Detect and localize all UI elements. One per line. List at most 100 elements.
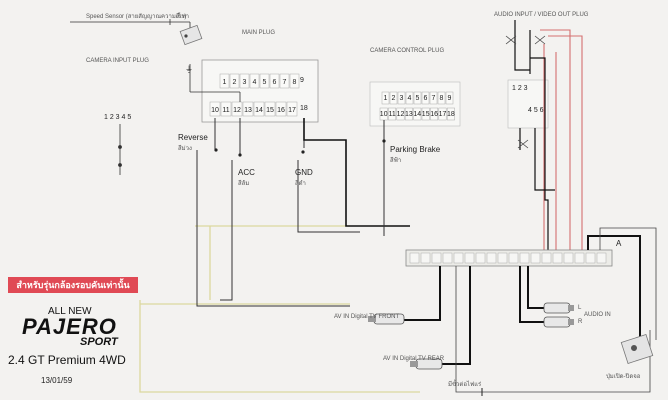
main-plug-row2-pin-label: 12 — [233, 107, 241, 114]
speed-sensor-color: สีเทา — [176, 12, 189, 20]
thin-output-wires — [455, 227, 657, 393]
junction-slot — [464, 252, 475, 264]
cc-plug-row1-pin-label: 2 — [392, 95, 396, 102]
acc-color: สีส้ม — [238, 179, 250, 187]
red-wires — [540, 29, 583, 255]
main-plug-row1-cell — [229, 73, 240, 89]
cc-plug-row2-pin-label: 18 — [447, 111, 455, 118]
audio-scissor-icons — [505, 35, 546, 149]
cc-plug-row1-cell — [445, 91, 454, 105]
audio-l-label: L — [578, 305, 582, 311]
cc-plug-row2-cell — [413, 107, 422, 121]
rca-connector-l — [543, 302, 574, 314]
cc-plug-row2-pin-label: 14 — [413, 111, 421, 118]
main-plug-row1-pin-label: 4 — [253, 79, 257, 86]
main-plug-row2-cell — [286, 101, 298, 117]
main-plug-row2-pin-label: 13 — [244, 107, 252, 114]
junction-slot — [563, 252, 574, 264]
parking-brake-color: สีฟ้า — [390, 156, 402, 164]
junction-slot — [596, 252, 607, 264]
diagram-date: 13/01/59 — [41, 376, 73, 385]
main-plug-row2-pin-label: 11 — [222, 107, 229, 114]
cc-plug-row1-cell — [405, 91, 414, 105]
junction-slot — [486, 252, 497, 264]
av-numbers-right: 4 5 6 — [528, 107, 544, 114]
speed-sensor-connector-icon — [179, 24, 203, 46]
brand-all-new: ALL NEW — [48, 306, 92, 317]
main-plug-row1-cell — [239, 73, 250, 89]
main-plug-row2-cell — [220, 101, 232, 117]
junction-slot — [409, 252, 420, 264]
main-plug-row2-cell — [264, 101, 276, 117]
audio-r-label: R — [578, 319, 583, 325]
brand-sport: SPORT — [80, 336, 118, 348]
cc-plug-row1-cell — [413, 91, 422, 105]
camera-control-plug-label: CAMERA CONTROL PLUG — [370, 48, 444, 54]
main-plug-row2-cell — [253, 101, 265, 117]
reverse-color: สีม่วง — [178, 144, 192, 152]
cc-plug-row1-pin-label: 6 — [424, 95, 428, 102]
cc-plug-row1-cell — [421, 91, 430, 105]
cc-plug-row1-pin-label: 4 — [408, 95, 412, 102]
main-plug-pin-9: 9 — [300, 77, 304, 84]
main-plug-row2-cell — [231, 101, 243, 117]
cc-plug-row2-cell — [430, 107, 439, 121]
brand-trim: 2.4 GT Premium 4WD — [8, 353, 126, 367]
main-plug-row2-pin-label: 10 — [211, 107, 219, 114]
junction-slot — [585, 252, 596, 264]
main-plug-row2-pin-label: 16 — [277, 107, 285, 114]
main-plug-row2-pin-label: 15 — [266, 107, 274, 114]
audio-video-wires — [514, 20, 555, 250]
main-plug-row1-pin-label: 1 — [223, 79, 227, 86]
cc-plug-row1-pin-label: 3 — [400, 95, 404, 102]
camera-input-numbers: 1 2 3 4 5 — [104, 114, 131, 121]
speed-sensor-wire — [70, 21, 191, 30]
junction-slot — [497, 252, 508, 264]
av-rear-label: AV IN Digital TV REAR — [383, 356, 445, 362]
junction-slot — [442, 252, 453, 264]
reverse-label: Reverse — [178, 133, 208, 142]
main-plug-row1-pin-label: 2 — [233, 79, 237, 86]
rca-connector-r — [543, 316, 574, 328]
main-plug-row1-cell — [289, 73, 300, 89]
main-plug-row2-cell — [275, 101, 287, 117]
main-plug-row2-cell — [242, 101, 254, 117]
ground-mark: ⏚ — [185, 65, 193, 74]
cc-plug-row1-pin-label: 5 — [416, 95, 420, 102]
main-plug-row1-pin-label: 7 — [283, 79, 287, 86]
main-plug-row1-cell — [249, 73, 260, 89]
main-plug-row1-pin-label: 3 — [243, 79, 247, 86]
cc-plug-row1-cell — [389, 91, 398, 105]
cc-plug-row2-pin-label: 17 — [439, 111, 447, 118]
main-plug-row1-pin-label: 8 — [293, 79, 297, 86]
main-plug-row2-pin-label: 17 — [288, 107, 296, 114]
parking-brake-label: Parking Brake — [390, 145, 441, 154]
main-plug-row1-pin-label: 5 — [263, 79, 267, 86]
av-front-label: AV IN Digital TV FRONT — [334, 314, 399, 320]
cc-plug-row1-cell — [437, 91, 446, 105]
junction-slot — [541, 252, 552, 264]
cc-plug-row2-pin-label: 11 — [388, 111, 395, 118]
audio-video-plug-label: AUDIO INPUT / VIDEO OUT PLUG — [494, 12, 589, 18]
cc-plug-row1-pin-label: 9 — [448, 95, 452, 102]
bottom-note: มีขั้วต่อไฟแร่ — [448, 378, 482, 388]
main-plug-row1-cell — [259, 73, 270, 89]
cc-plug-row2-pin-label: 13 — [405, 111, 413, 118]
cc-plug-row1-cell — [381, 91, 390, 105]
screen-switch-icon — [620, 334, 654, 364]
rca-connector-rear — [410, 358, 443, 370]
gnd-label: GND — [295, 168, 313, 177]
camera-only-banner: สำหรับรุ่นกล้องรอบคันเท่านั้น — [8, 277, 138, 293]
main-plug-row1-cell — [269, 73, 280, 89]
junction-slot — [519, 252, 530, 264]
rca-connector-front — [368, 313, 405, 325]
cc-plug-row2-cell — [438, 107, 447, 121]
cc-plug-row2-pin-label: 12 — [397, 111, 405, 118]
junction-block-cells — [409, 252, 607, 264]
camera-input-plug-label: CAMERA INPUT PLUG — [86, 58, 149, 64]
speed-sensor-label: Speed Sensor (สายสัญญาณความเร็ว) — [86, 11, 186, 20]
